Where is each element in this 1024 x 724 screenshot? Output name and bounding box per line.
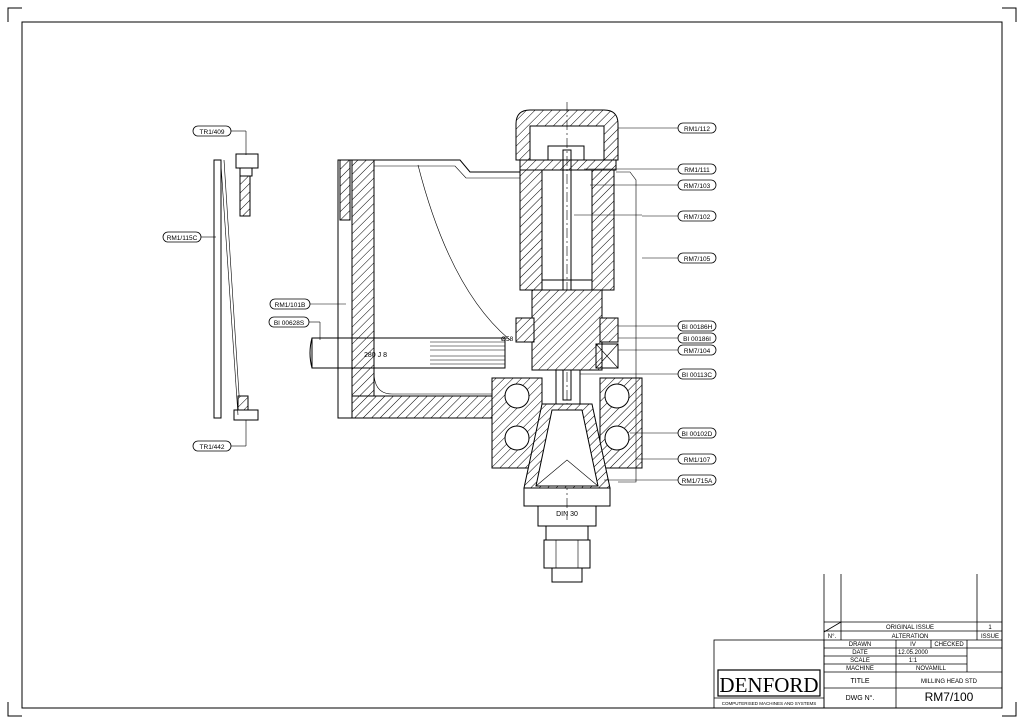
callout-rm1-111: RM1/111 [584,163,717,175]
callout-bi-00628s: BI 00628S [268,316,321,340]
title-value: MILLING HEAD STD [921,679,978,685]
dimension-diameter: Ø58 [501,336,514,343]
issue-label: ISSUE [981,634,999,640]
drawn-label: DRAWN [849,642,871,648]
input-shaft [309,337,506,369]
callout-bi-00113c: BI 00113C [580,368,717,380]
svg-text:BI 00628S: BI 00628S [274,320,305,327]
svg-text:BI 00113C: BI 00113C [682,372,713,379]
title-label: TITLE [850,678,869,685]
callout-bi-00102d: BI 00102D [630,427,717,439]
callout-rm1-115c: RM1/115C [162,231,216,243]
scale-label: SCALE [850,658,870,664]
original-issue-value: 1 [988,625,992,631]
svg-text:RM1/112: RM1/112 [684,126,710,133]
callout-rm1-101b: RM1/101B [269,298,346,310]
svg-text:RM1/115C: RM1/115C [167,235,198,242]
svg-text:TR1/409: TR1/409 [200,129,225,136]
callout-rm7-104: RM7/104 [618,344,717,356]
date-value: 12.05.2000 [898,650,929,656]
original-issue-label: ORIGINAL ISSUE [886,625,934,631]
company-subtitle: COMPUTERISED MACHINES AND SYSTEMS [722,701,817,706]
scale-value: 1:1 [909,658,918,664]
callout-rm1-107: RM1/107 [636,453,717,465]
callout-bi-00186h: BI 00186H [618,320,717,332]
alteration-label: ALTERATION [892,634,929,640]
svg-text:BI 00186I: BI 00186I [683,336,711,343]
spindle-section [491,102,643,583]
dimension-280-j8: 280 J 8 [364,352,387,359]
callout-rm1-715a: RM1/715A [604,474,717,486]
machine-label: MACHINE [846,666,874,672]
svg-text:BI 00102D: BI 00102D [682,431,713,438]
dwg-value: RM7/100 [925,690,974,704]
svg-text:TR1/442: TR1/442 [200,444,225,451]
svg-text:RM7/104: RM7/104 [684,348,711,355]
svg-text:RM1/111: RM1/111 [684,167,710,174]
svg-text:RM1/101B: RM1/101B [275,302,306,309]
callout-rm7-102: RM7/102 [642,210,717,222]
callout-bi-00186i: BI 00186I [618,332,717,344]
svg-text:RM7/105: RM7/105 [684,256,711,263]
svg-text:RM7/102: RM7/102 [684,214,711,221]
no-label: N°. [828,634,837,640]
checked-label: CHECKED [934,642,964,648]
callout-rm7-105: RM7/105 [642,252,717,264]
svg-text:RM1/715A: RM1/715A [682,478,713,485]
svg-text:BI 00186H: BI 00186H [682,324,713,331]
title-block: ORIGINAL ISSUE 1 N°. ALTERATION ISSUE DE… [713,574,1002,709]
callout-tr1-442: TR1/442 [192,420,247,452]
callout-rm7-103: RM7/103 [590,179,717,191]
crop-marks [7,7,1017,717]
taper-label: DIN 30 [556,511,578,518]
callout-tr1-409: TR1/409 [192,125,247,155]
housing-section [337,159,520,419]
drawing-frame [21,21,1003,709]
drawn-value: IV [910,642,916,648]
side-view-rod [213,153,259,421]
svg-text:RM1/107: RM1/107 [684,457,711,464]
callout-rm1-112: RM1/112 [618,122,717,134]
company-name: DENFORD [719,673,818,697]
svg-text:RM7/103: RM7/103 [684,183,711,190]
dwg-label: DWG N°. [846,694,875,702]
date-label: DATE [852,650,868,656]
machine-value: NOVAMILL [916,666,947,672]
